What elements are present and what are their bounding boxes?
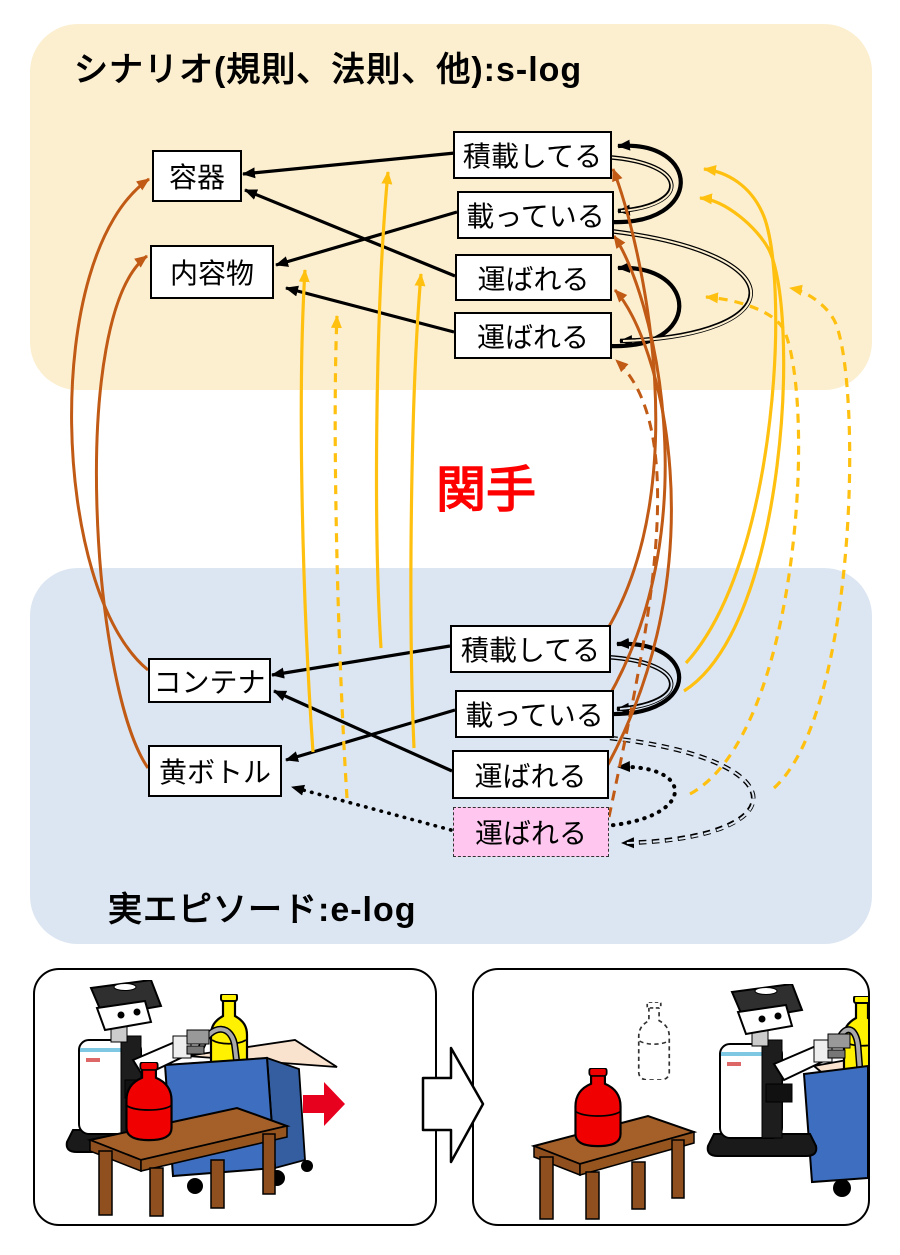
functor-label: 関手: [436, 462, 536, 518]
slog-state-loaded-box: 積載してる: [453, 131, 612, 179]
table-leg: [98, 1150, 113, 1216]
scene-before-illustration: [65, 980, 345, 1217]
elog-state-carried-box: 運ばれる: [452, 750, 609, 799]
scene-after-panel: [472, 968, 870, 1226]
slog-state-resting-box: 載っている: [457, 191, 614, 239]
table-leg: [585, 1171, 600, 1220]
cart-wheel: [187, 1178, 203, 1194]
elog-state-loaded-box: 積載してる: [450, 625, 611, 673]
elog-object-bottle-box: 黄ボトル: [148, 745, 282, 797]
table-leg: [210, 1159, 225, 1209]
elog-state-resting-box: 載っている: [455, 690, 614, 738]
table-edge: [140, 1125, 288, 1172]
slog-state-carried2-box: 運ばれる: [454, 312, 612, 359]
slog-object-container-box: 容器: [152, 150, 242, 202]
table-leg: [149, 1167, 164, 1217]
slog-title: シナリオ(規則、法則、他):s-log: [74, 51, 583, 89]
table-leg: [631, 1161, 646, 1210]
table-leg: [539, 1156, 554, 1220]
elog-state-carried-hypothetical-box: 運ばれる: [453, 807, 609, 857]
cart-front-face: [802, 1064, 868, 1184]
scene-before-panel: [33, 968, 437, 1226]
table-leg: [671, 1139, 685, 1199]
red-motion-arrow: [303, 1082, 345, 1126]
slog-object-contents-box: 内容物: [150, 245, 274, 299]
cart-wheel: [301, 1160, 313, 1172]
red-bottle-on-table: [574, 1068, 622, 1148]
scene-after-illustration: [530, 984, 868, 1220]
ghost-bottle: [637, 1002, 671, 1080]
elog-object-container-box: コンテナ: [148, 658, 271, 703]
cart-wheel: [833, 1179, 851, 1197]
elog-title: 実エピソード:e-log: [108, 891, 417, 929]
table-edge: [579, 1131, 695, 1176]
slog-state-carried1-box: 運ばれる: [455, 254, 612, 301]
table-leg: [262, 1133, 276, 1195]
